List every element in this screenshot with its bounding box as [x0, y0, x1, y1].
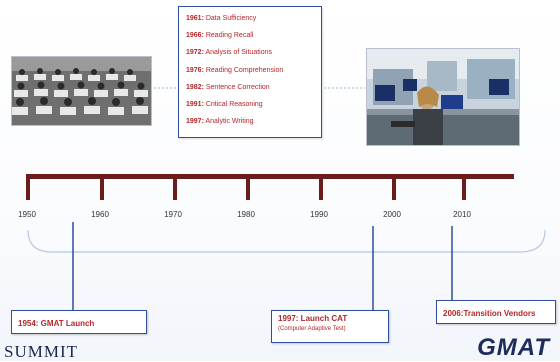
milestone-item: 1991: Critical Reasoning	[186, 101, 263, 109]
timeline-tick	[319, 174, 323, 200]
timeline-tick	[173, 174, 177, 200]
milestone-item: 1997: Analytic Writing	[186, 118, 254, 126]
year-label: 2000	[383, 210, 401, 219]
milestone-item: 1961: Data Sufficiency	[186, 15, 257, 22]
year-label: 1970	[164, 210, 182, 219]
event-subtitle: (Computer Adaptive Test)	[278, 326, 346, 332]
milestone-item: 1982: Sentence Correction	[186, 83, 270, 91]
event-title: 2006:Transition Vendors	[443, 309, 536, 318]
timeline-bar	[28, 174, 514, 179]
timeline-bracket	[27, 229, 546, 253]
computer-lab-photo	[366, 48, 520, 146]
timeline-tick	[100, 174, 104, 200]
event-gmat-launch: 1954: GMAT Launch	[11, 310, 147, 334]
year-label: 1960	[91, 210, 109, 219]
section-milestones-box: 1961: Data Sufficiency 1966: Reading Rec…	[178, 6, 322, 138]
classroom-photo	[11, 56, 152, 126]
event-title: 1997: Launch CAT	[278, 314, 348, 323]
timeline-tick	[462, 174, 466, 200]
gmat-logo: GMAT	[477, 334, 550, 361]
timeline-tick	[392, 174, 396, 200]
milestone-item: 1966: Reading Recall	[186, 32, 254, 40]
year-label: 1990	[310, 210, 328, 219]
timeline-tick	[26, 174, 30, 200]
year-label: 1950	[18, 210, 36, 219]
event-transition-vendors: 2006:Transition Vendors	[436, 300, 556, 324]
event-title: 1954: GMAT Launch	[18, 319, 95, 328]
year-label: 2010	[453, 210, 471, 219]
summit-logo: SUMMIT	[4, 342, 79, 361]
milestone-list: 1961: Data Sufficiency 1966: Reading Rec…	[179, 7, 321, 130]
milestone-item: 1976: Reading Comprehension	[186, 66, 284, 74]
milestone-item: 1972: Analysis of Situations	[186, 49, 273, 57]
event-launch-cat: 1997: Launch CAT (Computer Adaptive Test…	[271, 310, 389, 343]
timeline-tick	[246, 174, 250, 200]
year-label: 1980	[237, 210, 255, 219]
